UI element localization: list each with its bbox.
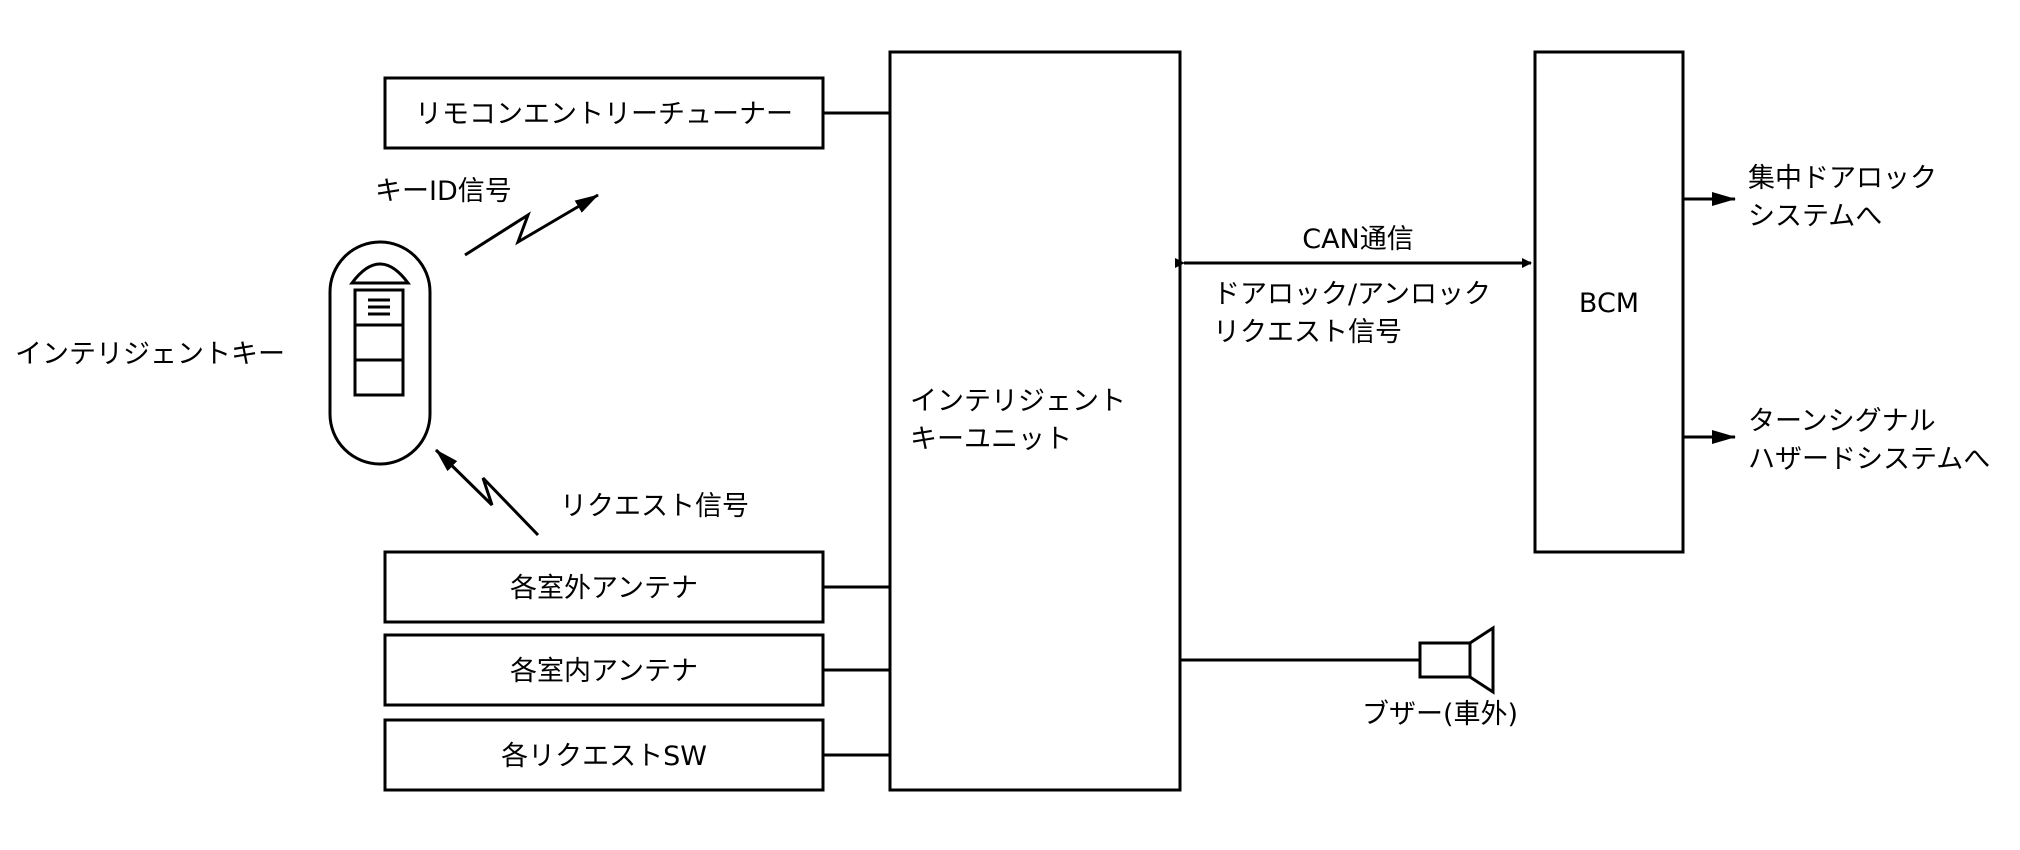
intelligent-key-unit-box	[888, 50, 1182, 792]
inside-antenna-label: 各室内アンテナ	[510, 656, 698, 687]
outside-antenna-box	[383, 550, 825, 624]
key-id-signal-label: キーID信号	[375, 176, 512, 207]
request-sw-label: 各リクエストSW	[501, 741, 707, 772]
request-signal-label: リクエスト信号	[560, 491, 749, 522]
can-label: CAN通信	[1302, 224, 1414, 255]
remote-tuner-box	[383, 76, 825, 150]
bcm-label: BCM	[1579, 288, 1639, 319]
bcm-box	[1533, 50, 1685, 554]
outside-antenna-label: 各室外アンテナ	[510, 573, 698, 604]
buzzer-label: ブザー(車外)	[1362, 699, 1518, 730]
intelligent-key-label: インテリジェントキー	[15, 339, 285, 370]
key-id-signal-arrow	[464, 193, 599, 257]
inside-antenna-box	[383, 633, 825, 707]
buzzer-icon	[1418, 625, 1495, 695]
unit-label-line2: キーユニット	[910, 424, 1072, 455]
request-signal-arrow	[434, 448, 540, 537]
request-sw-box	[383, 718, 825, 792]
turn-signal-line2: ハザードシステムへ	[1748, 444, 1990, 475]
central-lock-line2: システムへ	[1748, 201, 1882, 232]
turn-signal-line1: ターンシグナル	[1748, 406, 1936, 437]
intelligent-key-icon	[328, 240, 432, 466]
lock-request-line2: リクエスト信号	[1213, 317, 1402, 348]
remote-tuner-label: リモコンエントリーチューナー	[415, 99, 793, 130]
unit-label-line1: インテリジェント	[910, 386, 1126, 417]
lock-request-line1: ドアロック/アンロック	[1213, 279, 1491, 310]
central-lock-line1: 集中ドアロック	[1748, 163, 1937, 194]
